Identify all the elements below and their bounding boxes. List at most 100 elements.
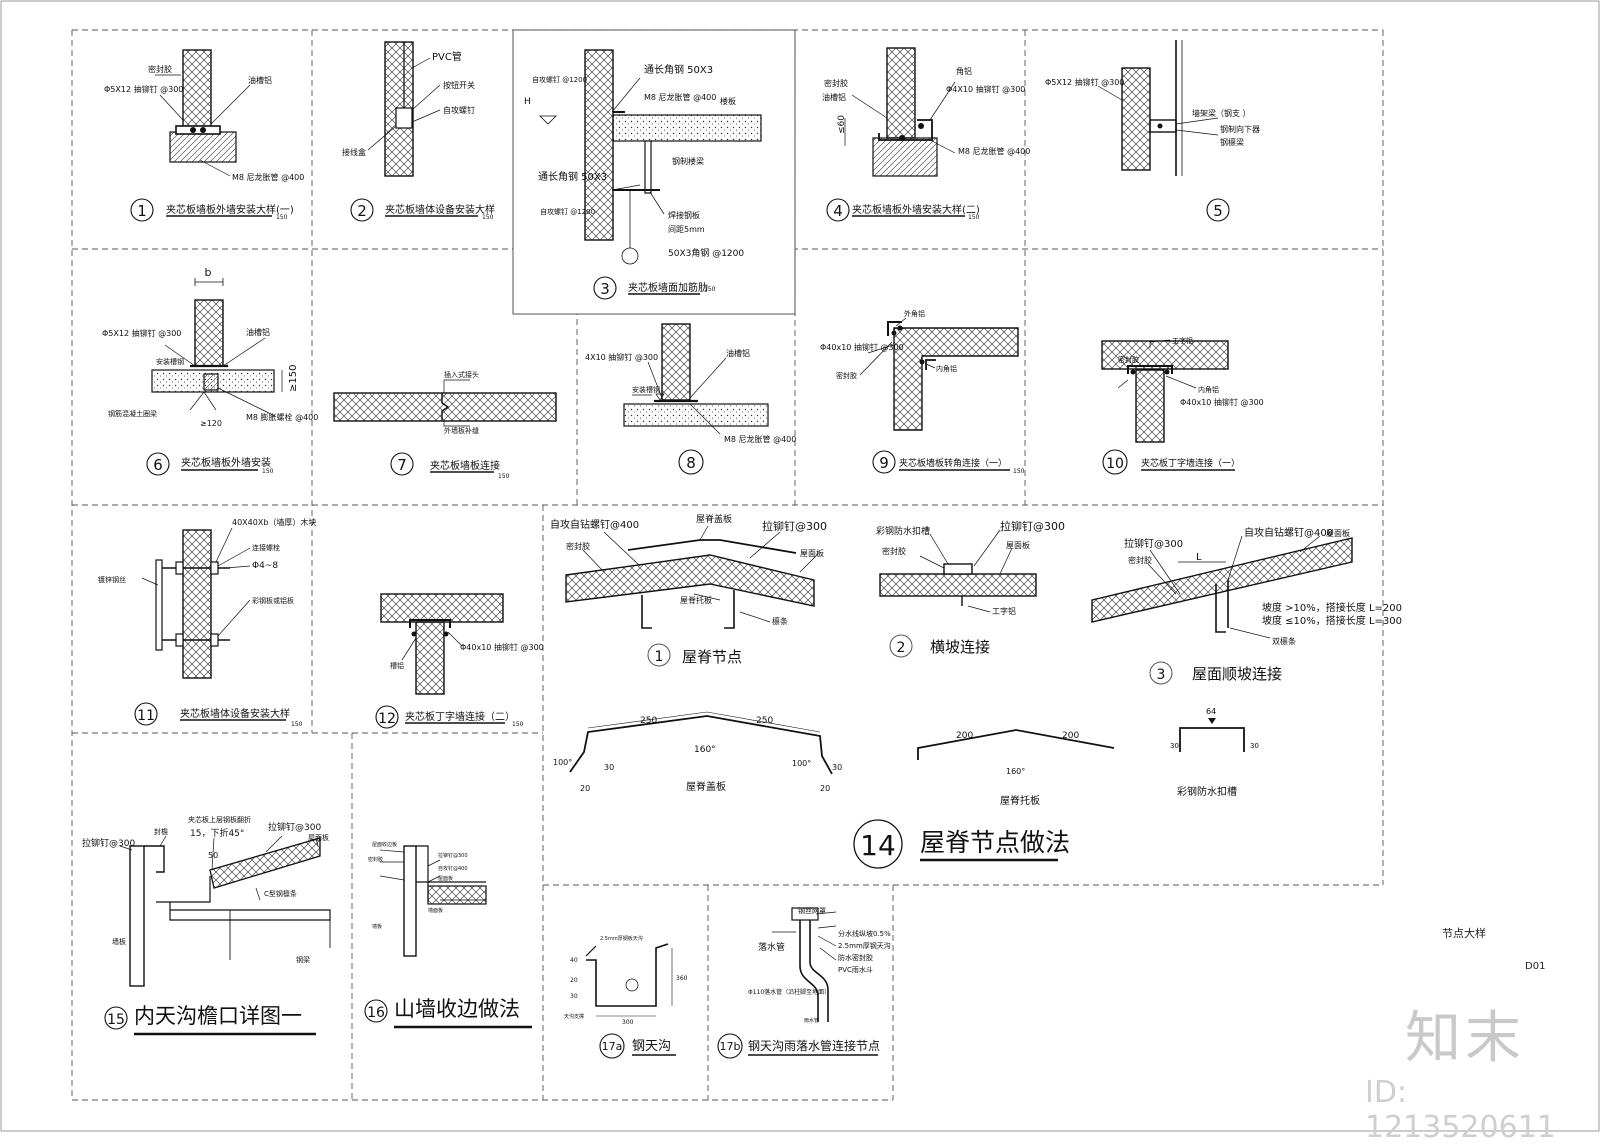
detail-9-note: Φ40x10 抽铆钉 @300 (820, 342, 904, 352)
detail-3-scale: 150 (704, 286, 716, 293)
detail-17b-title: 钢天沟雨落水管连接节点 (748, 1038, 880, 1053)
detail-16-note: 墙面板 (428, 907, 443, 914)
detail-16-note: 屋面收边板 (372, 841, 397, 848)
profile-cap-dim: 30 (604, 763, 614, 772)
roof-sub3-note: 坡度 >10%，搭接长度 L=200 (1262, 601, 1402, 614)
detail-4-note: Φ4X10 抽铆钉 @300 (946, 84, 1025, 94)
detail-7-note: 外墙板补缝 (444, 426, 479, 435)
detail-4-scale: 150 (968, 214, 980, 221)
detail-7-title: 夹芯板墙板连接 (430, 459, 500, 472)
roof-sub3-note: 密封胶 (1128, 555, 1152, 565)
detail-1-scale: 150 (276, 214, 288, 221)
detail-3-note: 钢制楼梁 (672, 156, 704, 166)
detail-3-number: 3 (600, 280, 610, 298)
detail-6-note: 钢筋混凝土圈梁 (108, 409, 157, 418)
detail-15-number: 15 (107, 1012, 125, 1028)
detail-6-scale: 150 (262, 468, 274, 475)
detail-9-note: 内角铝 (936, 364, 957, 373)
detail-3-title: 夹芯板墙面加筋肋 (628, 281, 708, 294)
profile-cap-name: 屋脊盖板 (686, 780, 726, 793)
detail-9: 外角铝 Φ40x10 抽铆钉 @300 密封胶 内角铝 9 夹芯板墙板转角连接（… (820, 309, 1025, 475)
detail-6-number: 6 (153, 456, 163, 474)
detail-9-number: 9 (879, 454, 889, 472)
detail-15: 拉铆钉@300 封檐 夹芯板上层钢板翻折 15，下折45° 拉铆钉@300 屋面… (82, 815, 331, 1036)
detail-5-note: 钢檩梁 (1220, 137, 1244, 147)
detail-7-scale: 150 (498, 473, 510, 480)
brand-logo: 知末 (1405, 1006, 1525, 1071)
detail-4: ≤60 密封胶 油槽铝 角铝 Φ4X10 抽铆钉 @300 M8 尼龙胀管 @4… (822, 47, 1030, 222)
detail-1-note: 油槽铝 (248, 75, 272, 85)
roof-sub1-note: 拉铆钉@300 (762, 519, 827, 533)
roof-sub1-note: 自攻自钻螺钉@400 (550, 518, 639, 531)
detail-7: 插入式接头 外墙板补缝 7 夹芯板墙板连接 150 (333, 370, 557, 480)
detail-15-note: 墙板 (112, 937, 126, 946)
detail-11-title: 夹芯板墙体设备安装大样 (180, 707, 290, 720)
profile-cap-dim: 100° (553, 758, 572, 767)
roof-group-title: 屋脊节点做法 (920, 828, 1070, 857)
profile-base-dim: 160° (1006, 767, 1025, 776)
detail-4-note: 角铝 (956, 66, 972, 76)
detail-2-number: 2 (357, 202, 367, 220)
detail-6-title: 夹芯板墙板外墙安装 (181, 456, 271, 469)
roof-sub3-number: 3 (1157, 667, 1166, 683)
roof-sub3-note: 双檩条 (1272, 636, 1296, 646)
detail-2: PVC管 按钮开关 自攻螺钉 接线盒 2 夹芯板墙体设备安装大样 150 (342, 41, 495, 222)
profile-cap-dim: 250 (640, 716, 657, 726)
detail-8-note: 4X10 抽铆钉 @300 (585, 352, 658, 362)
roof-sub3-note: 坡度 ≤10%，搭接长度 L=300 (1262, 614, 1402, 627)
sheet-number: D01 (1525, 961, 1546, 972)
roof-sub2-title: 横坡连接 (930, 638, 990, 656)
detail-3-note: 焊接钢板 (668, 210, 700, 220)
profile-cap-dim: 100° (792, 759, 811, 768)
detail-1-number: 1 (137, 202, 147, 220)
detail-15-note: 夹芯板上层钢板翻折 (188, 815, 251, 824)
detail-2-note: 按钮开关 (443, 80, 475, 90)
profile-cap-dim: 20 (580, 784, 590, 793)
detail-1-title: 夹芯板墙板外墙安装大样(一) (166, 203, 294, 216)
roof-sub1-note: 屋脊盖板 (696, 513, 732, 525)
detail-6-note: M8 膨胀螺栓 @400 (246, 412, 318, 422)
detail-5-note: 钢制向下器 (1220, 124, 1260, 134)
detail-2-scale: 150 (482, 214, 494, 221)
profile-base-dim: 200 (1062, 731, 1079, 741)
detail-12: 槽铝 Φ40x10 抽铆钉 @300 12 夹芯板丁字墙连接（二） 150 (375, 593, 544, 729)
detail-15-note: 拉铆钉@300 (82, 837, 135, 849)
detail-9-title: 夹芯板墙板转角连接（一） (899, 457, 1007, 469)
detail-3-note: 通长角钢 50X3 (538, 170, 607, 183)
detail-6-note: b (205, 266, 212, 279)
detail-3-note: H (524, 97, 531, 107)
detail-10-note: Φ40x10 抽铆钉 @300 (1180, 397, 1264, 407)
profile-cap-dim: 160° (694, 745, 716, 755)
detail-7-note: 插入式接头 (444, 370, 479, 379)
detail-6-note: ≥150 (288, 365, 299, 392)
detail-5: Φ5X12 抽铆钉 @300 墙架梁（钢支 ） 钢制向下器 钢檩梁 5 (1045, 40, 1260, 222)
detail-3-note: 自攻螺钉 @1200 (540, 207, 595, 216)
roof-sub3-note: 屋面板 (1326, 528, 1350, 538)
detail-3-note: M8 尼龙胀管 @400 (644, 92, 716, 102)
roof-sub2-note: 屋面板 (1006, 540, 1030, 550)
detail-5-note: Φ5X12 抽铆钉 @300 (1045, 77, 1124, 87)
detail-11-number: 11 (137, 708, 155, 724)
profile-cap-dim: 250 (756, 716, 773, 726)
detail-1-note: 密封胶 (148, 64, 172, 74)
profile-cover-dim: 64 (1206, 707, 1216, 716)
detail-10-note: 工字铝 (1172, 336, 1193, 345)
detail-16-note: 自攻钉@400 (438, 865, 468, 872)
detail-7-number: 7 (397, 456, 407, 474)
detail-9-scale: 150 (1013, 468, 1025, 475)
detail-10-number: 10 (1106, 456, 1124, 472)
detail-4-title: 夹芯板墙板外墙安装大样(二) (852, 203, 980, 216)
detail-17a-note: 40 (570, 957, 578, 964)
detail-8-number: 8 (686, 454, 696, 472)
detail-3: 自攻螺钉 @1200 H 通长角钢 50X3 M8 尼龙胀管 @400 楼板 钢… (524, 49, 762, 300)
detail-1: 密封胶 Φ5X12 抽铆钉 @300 油槽铝 M8 尼龙胀管 @400 1 夹芯… (104, 49, 304, 222)
detail-2-note: 自攻螺钉 (443, 105, 475, 115)
detail-12-note: 槽铝 (390, 661, 404, 670)
roof-sub3-title: 屋面顺坡连接 (1192, 665, 1282, 683)
detail-12-number: 12 (378, 711, 396, 727)
detail-11-note: 40X40Xb（墙厚）木块 (232, 517, 316, 527)
detail-3-note: 间距5mm (668, 225, 705, 234)
detail-4-note: ≤60 (837, 115, 847, 134)
